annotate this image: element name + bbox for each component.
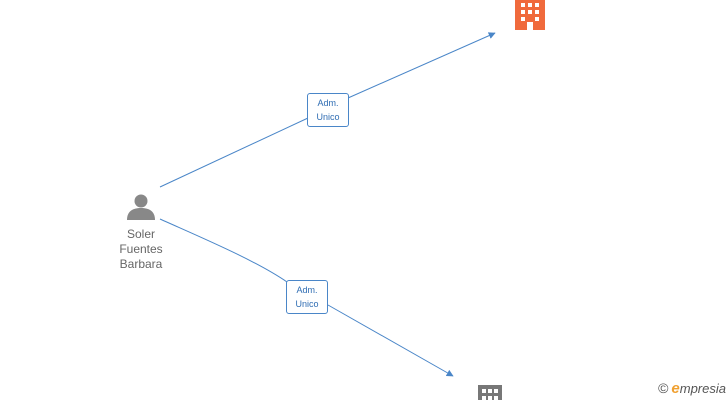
brand-logo-initial: e xyxy=(671,380,680,397)
edge-label-1[interactable]: Adm. Unico xyxy=(307,93,349,127)
building-icon[interactable] xyxy=(515,0,545,30)
copyright-symbol: © xyxy=(658,380,669,396)
empresia-watermark: ©empresia xyxy=(658,380,726,397)
brand-logo-text: mpresia xyxy=(679,381,726,396)
edge-label-2-line-2: Unico xyxy=(295,299,319,309)
person-name-line-1: Soler xyxy=(126,227,155,241)
edge-line-2 xyxy=(159,218,453,376)
edge-label-2[interactable]: Adm. Unico xyxy=(286,280,328,314)
building-icon[interactable] xyxy=(478,385,502,400)
person-name-line-2: Fuentes xyxy=(119,242,163,256)
edge-label-1-line-1: Adm. xyxy=(317,98,339,108)
person-name-line-3: Barbara xyxy=(119,257,163,271)
edge-label-2-line-1: Adm. xyxy=(296,285,318,295)
person-name-label: Soler Fuentes Barbara xyxy=(106,227,176,272)
edge-line-1 xyxy=(159,33,495,188)
person-icon[interactable] xyxy=(127,194,155,221)
edge-label-1-line-2: Unico xyxy=(316,112,340,122)
